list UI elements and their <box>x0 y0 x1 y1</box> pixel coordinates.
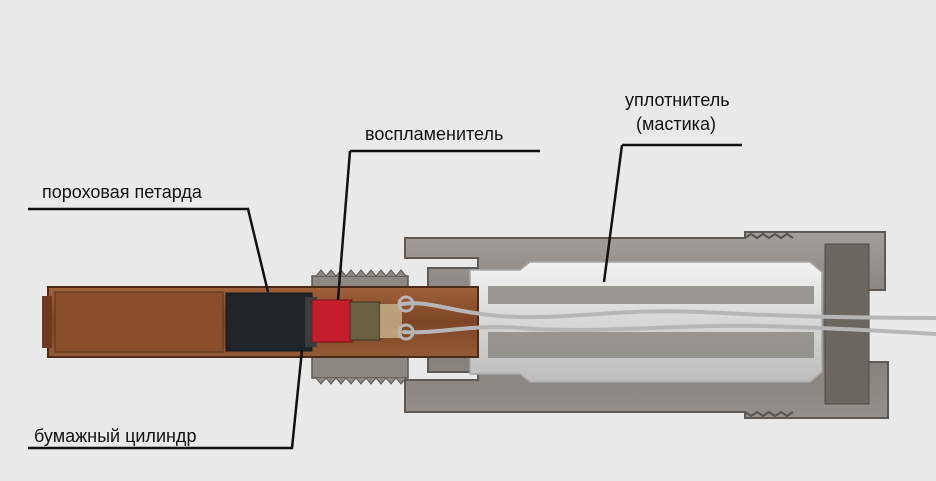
powder-charge <box>225 292 313 352</box>
igniter <box>311 299 402 343</box>
lead-wires <box>397 295 936 341</box>
label-powder-charge: пороховая петарда <box>42 182 202 202</box>
sealant-chamber <box>469 261 823 383</box>
label-igniter: воспламенитель <box>365 124 504 144</box>
label-sealant: уплотнитель <box>625 90 730 110</box>
label-sealant-note: (мастика) <box>636 114 716 134</box>
leader-lines <box>28 143 742 450</box>
label-paper-cylinder: бумажный цилиндр <box>34 426 197 446</box>
